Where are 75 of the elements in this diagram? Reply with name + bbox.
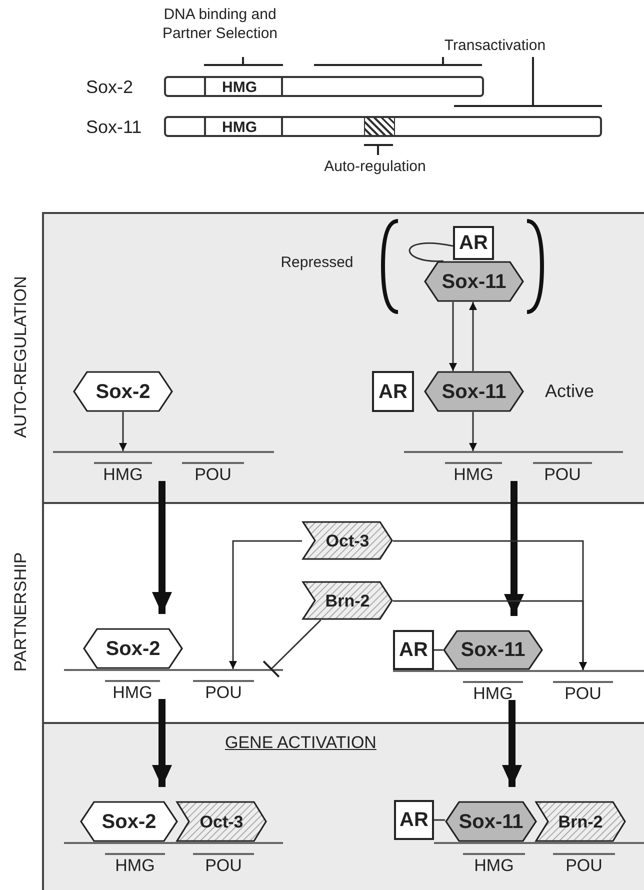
panel-title: GENE ACTIVATION (225, 734, 376, 751)
protein-label: Sox-2 (106, 638, 160, 658)
protein-hexagon (443, 630, 543, 670)
domain-annotation: Transactivation (443, 37, 547, 56)
dna-strand (434, 842, 644, 872)
binding-site-label: HMG (94, 462, 152, 483)
block-arrow (152, 699, 172, 787)
protein-label: AR (378, 382, 408, 402)
protein-label: Brn-2 (325, 592, 370, 609)
dna-strand (64, 842, 283, 872)
ar-domain-box (393, 630, 434, 670)
ar-domain-box (394, 800, 434, 840)
domain-label: HMG (222, 120, 257, 135)
protein-label: Oct-3 (326, 532, 370, 549)
block-arrow (504, 481, 524, 616)
binding-site-label: POU (533, 462, 592, 483)
protein-label: AR (399, 640, 428, 660)
domain-annotation: Auto-regulation (323, 158, 427, 177)
protein-label: Sox-11 (458, 812, 524, 832)
block-arrow (502, 700, 522, 787)
protein-domain-bar (164, 116, 602, 137)
protein-tag (302, 521, 393, 560)
arrow (449, 302, 457, 371)
binding-site-label: HMG (463, 853, 525, 874)
dna-strand (53, 451, 274, 481)
domain-annotation: DNA binding and Partner Selection (161, 6, 279, 44)
protein-hexagon (445, 801, 537, 842)
connector-line (408, 242, 454, 262)
protein-label: AR (400, 810, 428, 830)
protein-hexagon (80, 801, 178, 842)
binding-site-label: HMG (463, 681, 523, 702)
state-label: Active (545, 382, 594, 400)
arrow (469, 302, 477, 371)
binding-site-label: POU (553, 853, 615, 874)
binding-site-label: HMG (445, 462, 502, 483)
arrow (469, 412, 477, 451)
arrow (393, 600, 587, 670)
protein-domain-bar (164, 76, 484, 97)
binding-site-label: POU (182, 462, 244, 483)
protein-label: Sox-11 (460, 640, 526, 660)
arrow (119, 412, 127, 451)
protein-tag (176, 801, 267, 842)
protein-hexagon (83, 628, 183, 669)
dna-strand (393, 670, 644, 700)
protein-label: AR (459, 233, 488, 253)
dna-strand (404, 451, 623, 481)
binding-site-label: POU (193, 680, 254, 701)
inhibition-line (262, 619, 322, 678)
connector-line (434, 649, 443, 651)
protein-label: Brn-2 (558, 813, 603, 830)
binding-site-label: HMG (105, 853, 165, 874)
ar-domain-box (372, 371, 414, 412)
block-arrow (152, 481, 172, 614)
protein-hexagon (424, 261, 524, 302)
connector-line (434, 819, 445, 821)
protein-label: Sox-11 (442, 272, 506, 292)
domain-label: HMG (222, 80, 257, 95)
ar-domain-box (453, 226, 494, 260)
protein-hexagon (73, 371, 173, 412)
protein-tag (302, 581, 393, 620)
panel-title: AUTO-REGULATION (12, 276, 29, 438)
protein-name: Sox-2 (86, 78, 134, 96)
protein-label: Sox-11 (442, 382, 506, 402)
binding-site-label: POU (193, 853, 254, 874)
panel-title: PARTNERSHIP (12, 552, 29, 672)
binding-site-label: POU (553, 681, 613, 702)
protein-label: Sox-2 (96, 382, 150, 402)
protein-label: Sox-2 (102, 812, 156, 832)
protein-hexagon (424, 371, 524, 412)
domain-annotation: Repressed (280, 254, 354, 273)
protein-tag (535, 801, 626, 842)
binding-site-label: HMG (105, 680, 160, 701)
dna-strand (64, 669, 283, 699)
protein-name: Sox-11 (86, 118, 142, 136)
protein-label: Oct-3 (200, 813, 244, 830)
